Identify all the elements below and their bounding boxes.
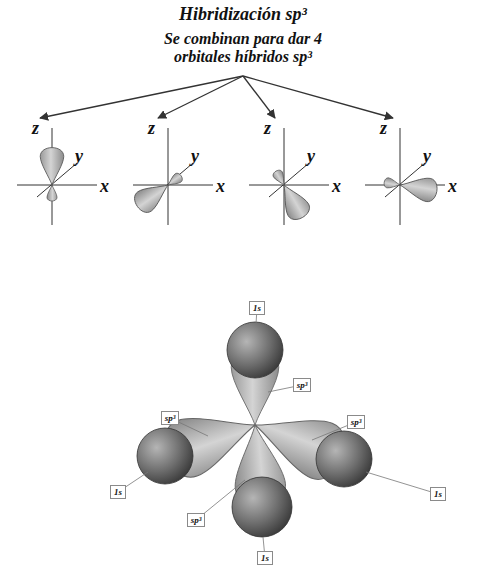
sp3-lobe bbox=[274, 179, 313, 223]
orbital-tag: sp³ bbox=[347, 415, 366, 430]
axis-set bbox=[249, 128, 329, 225]
sp3-lobe bbox=[165, 172, 184, 189]
sp3-lobe bbox=[40, 148, 64, 185]
axis-label: z bbox=[148, 118, 155, 139]
axis-label: z bbox=[32, 118, 39, 139]
sp3-lobe bbox=[131, 175, 175, 216]
orbital-label: 1s bbox=[261, 553, 269, 563]
arrow bbox=[158, 76, 243, 118]
1s-sphere bbox=[316, 431, 372, 487]
axis-label: z bbox=[380, 118, 387, 139]
orbital-tag: 1s bbox=[249, 301, 265, 316]
sp3-lobe bbox=[398, 173, 439, 203]
orbital-label: sp³ bbox=[191, 515, 202, 525]
orbital-tag: 1s bbox=[110, 485, 126, 500]
orbital-tag: sp³ bbox=[187, 513, 206, 528]
sp3-lobe bbox=[272, 169, 289, 188]
orbital-label: sp³ bbox=[165, 413, 176, 423]
1s-sphere bbox=[137, 428, 193, 484]
arrow bbox=[243, 76, 275, 118]
orbital-label: 1s bbox=[434, 489, 442, 499]
axis-set bbox=[131, 128, 213, 225]
tetrahedral-model bbox=[137, 322, 372, 537]
arrow bbox=[40, 76, 243, 118]
axis-label: y bbox=[307, 146, 315, 167]
axis-label: y bbox=[191, 146, 199, 167]
axis-label: x bbox=[100, 176, 109, 197]
1s-sphere bbox=[227, 322, 283, 378]
orbital-label: sp³ bbox=[351, 417, 362, 427]
axis-label: y bbox=[75, 146, 83, 167]
sp3-lobe bbox=[383, 177, 401, 190]
axis-label: y bbox=[423, 146, 431, 167]
leader-lines bbox=[118, 308, 438, 558]
subtitle-text: Se combinan para dar 4 orbitales híbrido… bbox=[143, 30, 343, 65]
axis-label: x bbox=[216, 176, 225, 197]
axis-set bbox=[17, 128, 97, 225]
figure-title: Hibridización sp³ bbox=[179, 4, 307, 25]
axis-label: x bbox=[332, 176, 341, 197]
orbital-label: 1s bbox=[114, 487, 122, 497]
leader-line bbox=[366, 472, 438, 494]
axis-set bbox=[365, 128, 445, 225]
arrow bbox=[243, 76, 393, 118]
orbital-label: 1s bbox=[253, 303, 261, 313]
axis-label: x bbox=[448, 176, 457, 197]
axis-label: z bbox=[264, 118, 271, 139]
fan-arrows bbox=[40, 76, 393, 118]
orbital-tag: sp³ bbox=[161, 411, 180, 426]
orbital-tag: 1s bbox=[257, 551, 273, 566]
sp3-lobe bbox=[47, 185, 57, 201]
orbital-tag: sp³ bbox=[293, 378, 312, 393]
1s-sphere bbox=[232, 477, 292, 537]
orbital-tag: 1s bbox=[430, 487, 446, 502]
orbital-label: sp³ bbox=[297, 380, 308, 390]
